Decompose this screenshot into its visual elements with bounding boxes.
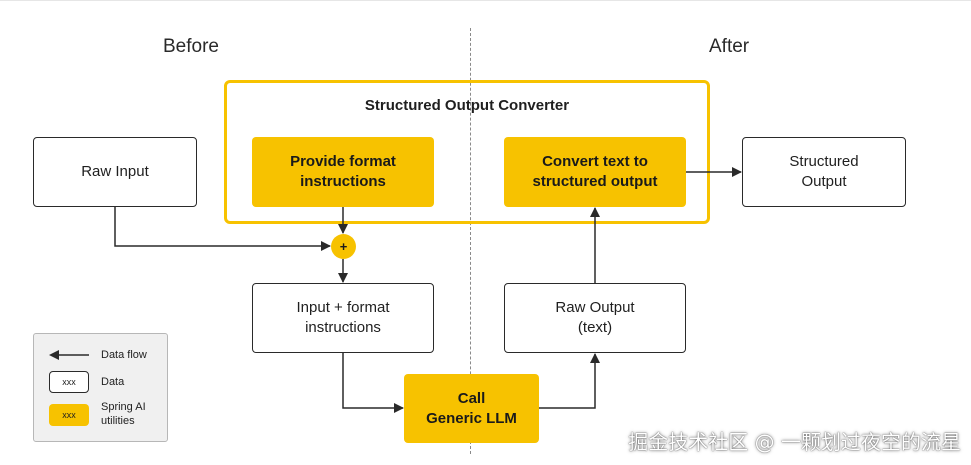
structured-output-label-2: Output bbox=[801, 173, 847, 190]
data-flow-arrow-icon bbox=[49, 350, 89, 360]
watermark: 掘金技术社区 @ 一颗划过夜空的流星 bbox=[628, 430, 961, 454]
provide-format-label-2: instructions bbox=[300, 173, 386, 190]
convert-text-label-1: Convert text to bbox=[542, 153, 648, 170]
input-format-box: Input + format instructions bbox=[252, 283, 434, 353]
raw-output-box: Raw Output (text) bbox=[504, 283, 686, 353]
legend-data-flow: Data flow bbox=[101, 349, 147, 361]
before-after-divider bbox=[470, 28, 471, 454]
legend-util-swatch: xxx bbox=[49, 404, 89, 426]
call-llm-label-1: Call bbox=[457, 389, 486, 407]
arrow-rawinput-to-plus bbox=[114, 207, 331, 251]
structured-output-label-1: Structured bbox=[789, 153, 859, 170]
structured-output-box: Structured Output bbox=[742, 137, 906, 207]
call-generic-llm-box: Call Generic LLM bbox=[404, 374, 539, 443]
combine-plus-node: + bbox=[331, 234, 356, 259]
legend-spring-line-1: Spring AI bbox=[101, 401, 146, 413]
before-label: Before bbox=[163, 36, 219, 57]
converter-title: Structured Output Converter bbox=[364, 97, 570, 114]
provide-format-instructions-box: Provide format instructions bbox=[252, 137, 434, 207]
after-label: After bbox=[709, 36, 750, 57]
raw-output-label-2: (text) bbox=[577, 319, 613, 336]
raw-input-label: Raw Input bbox=[81, 163, 149, 180]
provide-format-label-1: Provide format bbox=[290, 153, 396, 170]
input-format-label-2: instructions bbox=[305, 319, 381, 336]
structured-output-converter: Structured Output Converter bbox=[224, 80, 710, 224]
convert-text-box: Convert text to structured output bbox=[504, 137, 686, 207]
legend: Data flow xxx Data xxx Spring AI utiliti… bbox=[33, 333, 168, 442]
convert-text-label-2: structured output bbox=[532, 173, 658, 190]
arrow-llm-to-rawoutput bbox=[539, 353, 600, 409]
input-format-label-1: Input + format bbox=[296, 299, 390, 316]
arrow-input-to-llm bbox=[342, 353, 404, 413]
legend-spring-label: Spring AI utilities bbox=[101, 400, 146, 428]
call-llm-label-2: Generic LLM bbox=[426, 409, 517, 427]
legend-data-swatch: xxx bbox=[49, 371, 89, 393]
legend-data: Data bbox=[101, 376, 125, 388]
raw-input-box: Raw Input bbox=[33, 137, 197, 207]
raw-output-label-1: Raw Output bbox=[555, 299, 635, 316]
top-rule bbox=[0, 0, 971, 1]
legend-spring-line-2: utilities bbox=[101, 415, 135, 427]
